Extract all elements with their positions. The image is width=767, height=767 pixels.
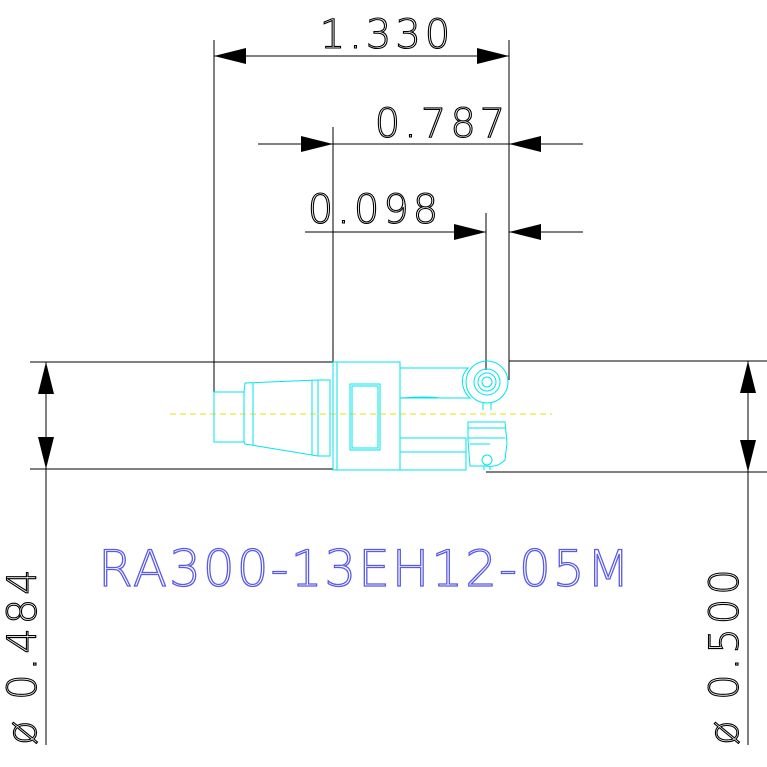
dimension-label-diameter-left: ø 0.484	[0, 565, 46, 745]
dimension-label-tip-offset: 0.098	[308, 187, 443, 233]
dimension-label-overall-length: 1.330	[320, 12, 455, 58]
dimension-label-body-length: 0.787	[375, 101, 510, 147]
part-number-label: RA300-13EH12-05M	[98, 540, 632, 598]
dimension-body-length: 0.787	[258, 100, 583, 362]
part-outline	[213, 360, 509, 471]
dimension-label-diameter-right: ø 0.500	[702, 565, 748, 745]
dimension-overall-length: 1.330	[213, 11, 510, 418]
dimension-diameter-left: ø 0.484	[0, 361, 333, 746]
dimension-diameter-right: ø 0.500	[486, 360, 767, 746]
dimension-tip-offset: 0.098	[305, 186, 583, 370]
